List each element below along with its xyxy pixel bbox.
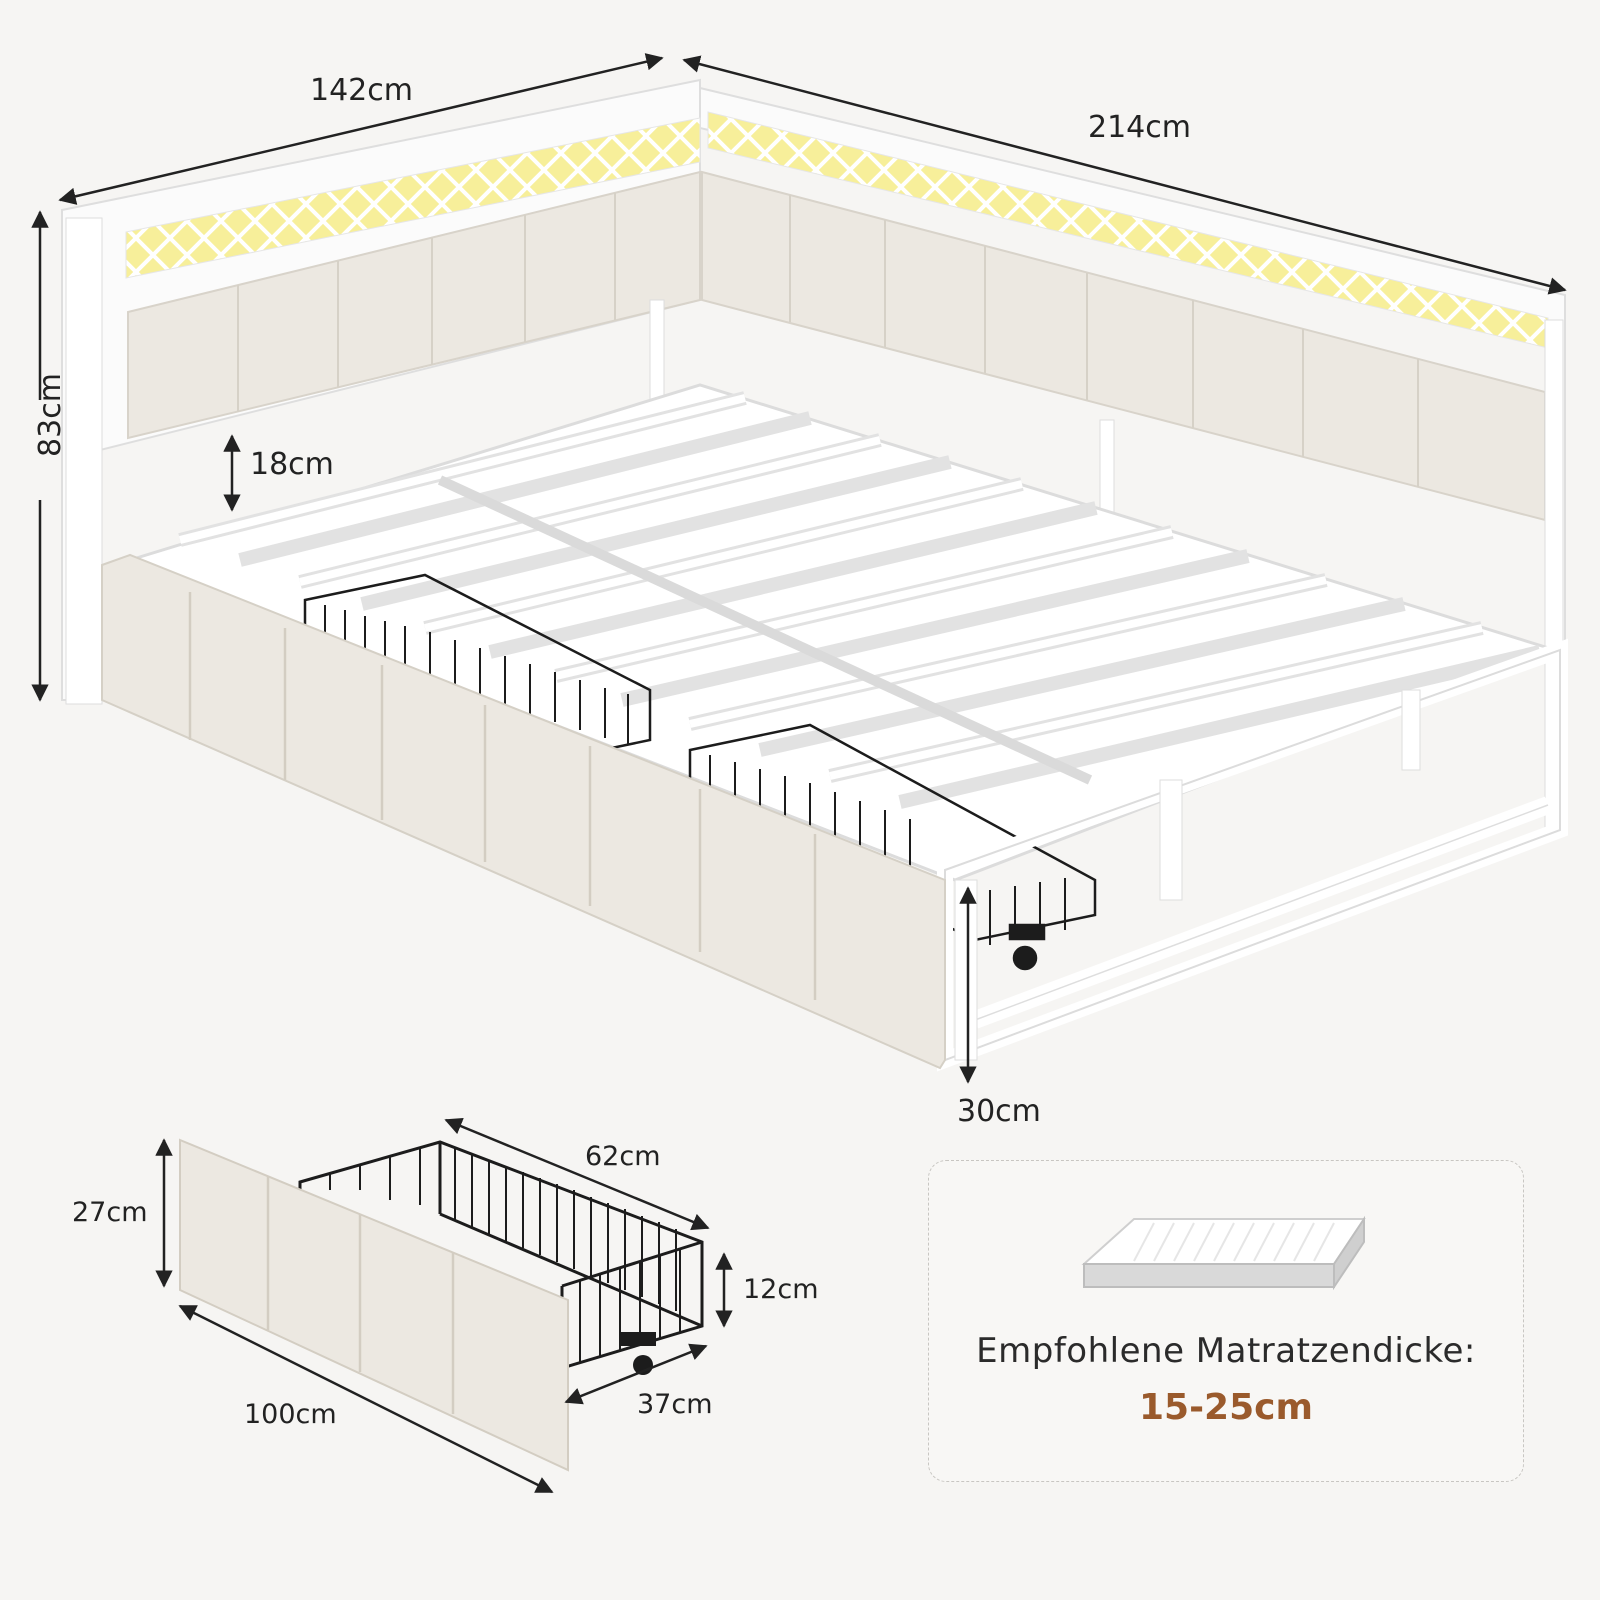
- dimension-height: 83cm: [33, 373, 68, 457]
- dimension-light-strip: 18cm: [250, 447, 334, 482]
- dimension-drawer-depth: 62cm: [585, 1141, 661, 1172]
- dimension-drawer-basket-width: 37cm: [637, 1389, 713, 1420]
- mattress-thickness-value: 15-25cm: [1139, 1387, 1313, 1428]
- upholstered-side-rail: [101, 553, 946, 1070]
- mattress-icon: [1081, 1215, 1366, 1291]
- dimension-drawer-front-width: 100cm: [244, 1399, 337, 1430]
- caster-wheel-icon: [1012, 945, 1038, 971]
- dimension-lines: [31, 53, 1567, 1084]
- dimension-drawer-front-height: 27cm: [72, 1197, 148, 1228]
- drawer-detail: [155, 1117, 733, 1494]
- mattress-recommendation-box: Empfohlene Matratzendicke: 15-25cm: [928, 1160, 1524, 1482]
- dimension-drawer-basket-height: 12cm: [743, 1274, 819, 1305]
- mattress-thickness-label: Empfohlene Matratzendicke:: [976, 1331, 1476, 1371]
- dimension-width-head: 142cm: [310, 73, 413, 108]
- dimension-length: 214cm: [1088, 110, 1191, 145]
- dimension-clearance: 30cm: [957, 1094, 1041, 1129]
